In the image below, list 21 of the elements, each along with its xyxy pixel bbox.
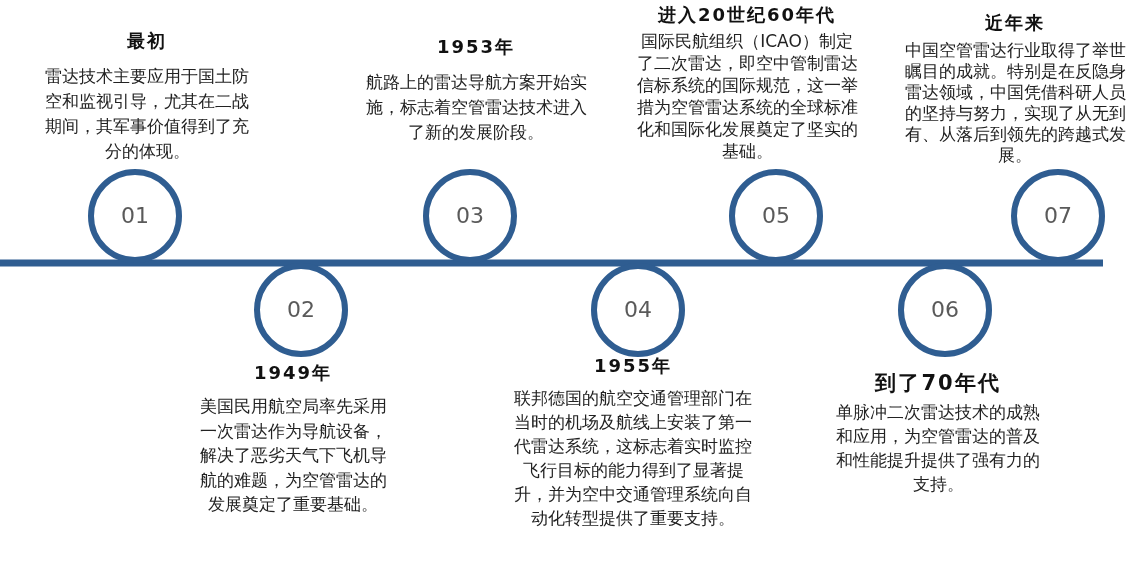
step-number: 05	[762, 205, 790, 227]
event-heading: 1955年	[593, 354, 673, 378]
event-description: 航路上的雷达导航方案开始实施，标志着空管雷达技术进入了新的发展阶段。	[364, 71, 588, 144]
event-heading: 近年来	[985, 11, 1045, 35]
event-description: 雷达技术主要应用于国土防空和监视引导，尤其在二战期间，其军事价值得到了充分的体现。	[44, 65, 250, 163]
step-number: 02	[287, 299, 315, 321]
event-description: 中国空管雷达行业取得了举世瞩目的成就。特别是在反隐身雷达领域，中国凭借科研人员的坚持与努力，实现了从无到有、从落后到领先的跨越式发展。	[903, 40, 1127, 166]
event-description: 美国民用航空局率先采用一次雷达作为导航设备，解决了恶劣天气下飞机导航的难题，为空管雷达的发展奠定了重要基础。	[198, 395, 388, 516]
step-number: 03	[456, 205, 484, 227]
event-description: 国际民航组织（ICAO）制定了二次雷达，即空中管制雷达信标系统的国际规范，这一举措为空管雷达系统的全球标准化和国际化发展奠定了坚实的基础。	[635, 30, 859, 162]
event-description: 单脉冲二次雷达技术的成熟和应用，为空管雷达的普及和性能提升提供了强有力的支持。	[835, 401, 1041, 496]
step-number: 07	[1044, 205, 1072, 227]
event-heading: 进入20世纪60年代	[657, 3, 837, 27]
event-heading: 到了70年代	[875, 370, 1001, 396]
step-number: 01	[121, 205, 149, 227]
step-number: 04	[624, 299, 652, 321]
step-number: 06	[931, 299, 959, 321]
event-heading: 1953年	[436, 35, 516, 59]
event-description: 联邦德国的航空交通管理部门在当时的机场及航线上安装了第一代雷达系统，这标志着实时监控飞行目标的能力得到了显著提升，并为空中交通管理系统向自动化转型提供了重要支持。	[513, 387, 753, 530]
event-heading: 1949年	[253, 361, 333, 385]
event-heading: 最初	[127, 29, 167, 53]
